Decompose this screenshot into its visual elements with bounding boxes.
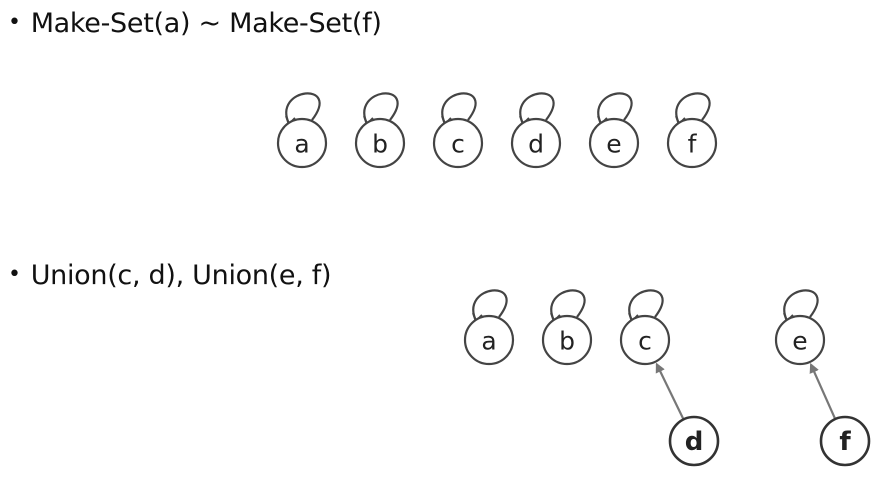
node-circle-f [666, 117, 718, 169]
node-label-c: c [451, 130, 465, 159]
node-e: e [588, 92, 640, 169]
make-set-diagram: a b c d e f [276, 92, 718, 169]
node-label-b: b [559, 327, 575, 356]
node-circle-d [510, 117, 562, 169]
node-label-e: e [792, 327, 807, 356]
node-circle-c [432, 117, 484, 169]
node-d: d [510, 92, 562, 169]
node-label-d: d [528, 130, 544, 159]
bullet-dot: • [8, 262, 21, 287]
node-b: b [541, 289, 593, 366]
node-c: c [432, 92, 484, 169]
self-loop-a [472, 289, 508, 322]
self-loop-e [597, 92, 633, 125]
node-circle-b [541, 314, 593, 366]
bullet-union: • Union(c, d), Union(e, f) [8, 260, 332, 291]
node-label-d: d [685, 427, 704, 457]
node-circle-a [276, 117, 328, 169]
node-circle-e [588, 117, 640, 169]
node-a: a [463, 289, 515, 366]
edge-d-to-c [655, 362, 685, 419]
node-label-f: f [839, 427, 851, 457]
node-circle-e [774, 314, 826, 366]
node-circle-c [619, 314, 671, 366]
node-b: b [354, 92, 406, 169]
union-diagram: a b c e d f [463, 289, 871, 467]
self-loop-c [628, 289, 664, 322]
self-loop-f [675, 92, 711, 125]
node-circle-b [354, 117, 406, 169]
node-label-a: a [294, 130, 309, 159]
node-f: f [666, 92, 718, 169]
self-loop-e [783, 289, 819, 322]
node-c: c [619, 289, 671, 366]
self-loop-d [519, 92, 555, 125]
node-circle-d [668, 415, 720, 467]
node-label-b: b [372, 130, 388, 159]
node-circle-a [463, 314, 515, 366]
self-loop-a [285, 92, 321, 125]
node-f: f [819, 415, 871, 467]
bullet-make-set: • Make-Set(a) ~ Make-Set(f) [8, 8, 382, 39]
bullet-dot: • [8, 10, 21, 35]
self-loop-b [363, 92, 399, 125]
bullet-make-set-text: Make-Set(a) ~ Make-Set(f) [30, 8, 382, 39]
node-a: a [276, 92, 328, 169]
node-label-f: f [688, 130, 698, 159]
node-label-c: c [638, 327, 652, 356]
node-circle-f [819, 415, 871, 467]
node-label-a: a [481, 327, 496, 356]
node-label-e: e [606, 130, 621, 159]
node-e: e [774, 289, 826, 366]
self-loop-b [550, 289, 586, 322]
bullet-union-text: Union(c, d), Union(e, f) [30, 260, 332, 291]
self-loop-c [441, 92, 477, 125]
edge-f-to-e [809, 362, 836, 419]
node-d: d [668, 415, 720, 467]
